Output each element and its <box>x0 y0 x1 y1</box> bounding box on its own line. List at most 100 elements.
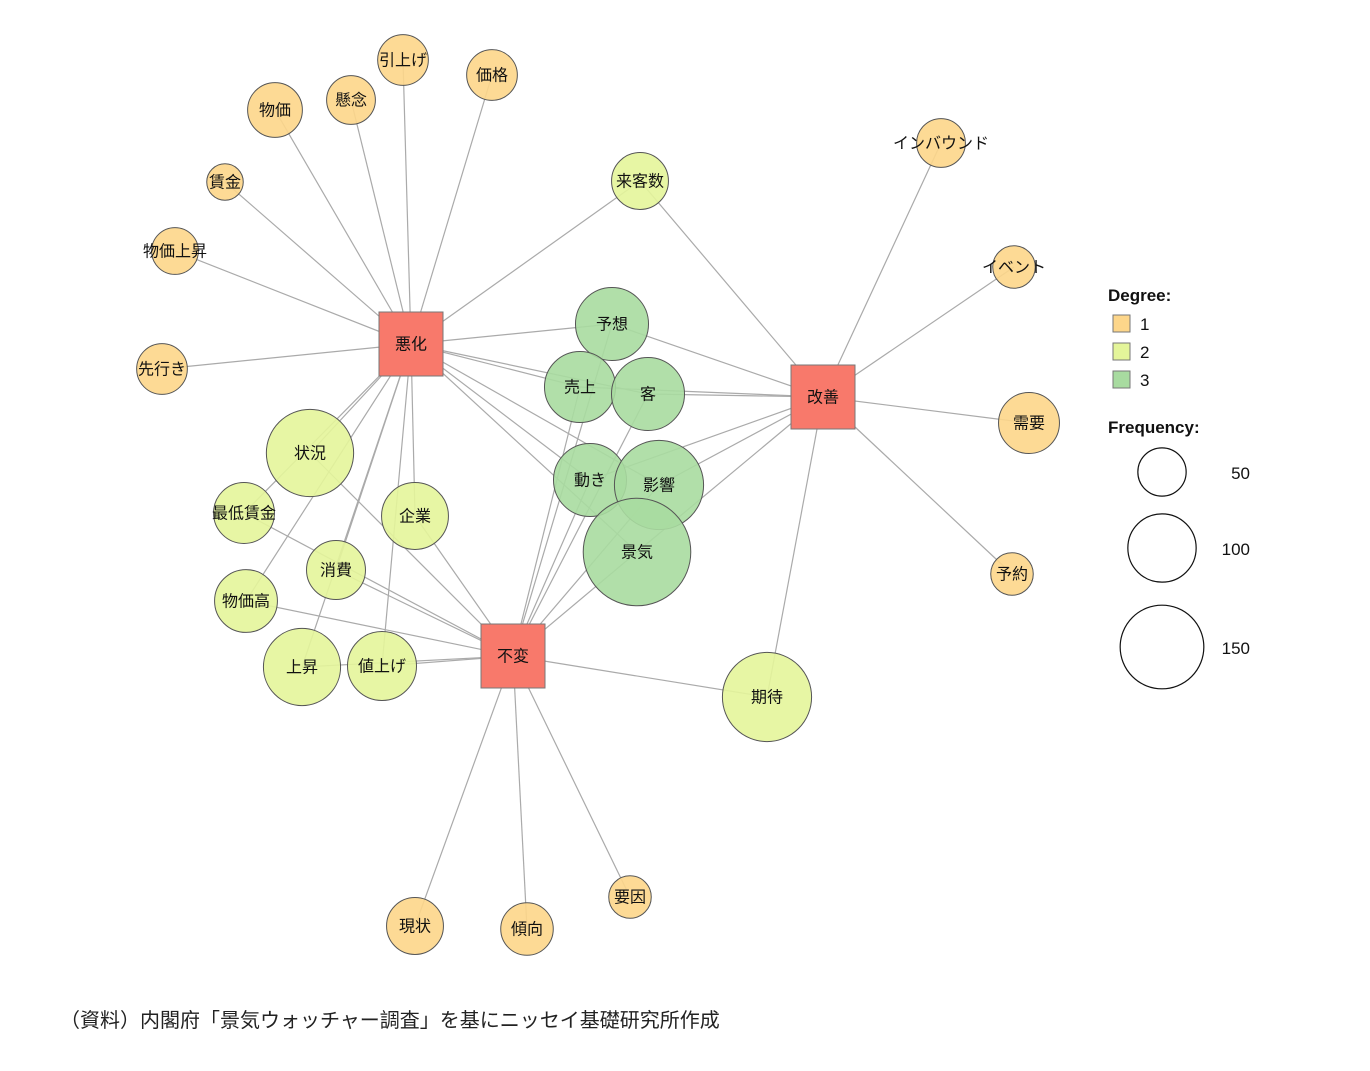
word-node[interactable]: 現状 <box>386 897 444 955</box>
word-node-circle <box>151 227 199 275</box>
edge <box>243 512 514 657</box>
category-node[interactable]: 改善 <box>790 364 856 430</box>
word-node-circle <box>611 152 669 210</box>
word-node[interactable]: 売上 <box>543 350 617 424</box>
word-node-label: 来客数 <box>616 172 664 191</box>
category-node-label: 不変 <box>497 647 529 666</box>
word-node-circle <box>992 245 1036 289</box>
word-node-label: 客 <box>640 385 656 404</box>
word-node-label: 売上 <box>564 378 596 397</box>
word-node[interactable]: 値上げ <box>347 631 417 701</box>
word-node[interactable]: 賃金 <box>206 163 244 201</box>
word-node[interactable]: イベント <box>982 245 1046 289</box>
word-node[interactable]: 価格 <box>466 49 518 101</box>
word-node-circle <box>582 497 692 607</box>
category-node-label: 悪化 <box>395 335 427 354</box>
edge <box>512 655 528 930</box>
word-node[interactable]: 上昇 <box>262 627 342 707</box>
legend-degree-swatch <box>1112 314 1131 333</box>
word-node-circle <box>377 34 429 86</box>
edge <box>274 109 412 345</box>
legend-frequency-label: 150 <box>1222 639 1250 658</box>
word-node-label: 消費 <box>320 561 352 580</box>
legend-degree-label: 3 <box>1140 371 1149 390</box>
word-node-label: 状況 <box>294 444 326 463</box>
legend-degree-swatch <box>1112 342 1131 361</box>
word-node[interactable]: 状況 <box>265 408 355 498</box>
source-note: （資料）内閣府「景気ウォッチャー調査」を基にニッセイ基礎研究所作成 <box>60 1008 720 1032</box>
word-node[interactable]: 物価 <box>247 82 303 138</box>
word-node[interactable]: 企業 <box>381 482 449 550</box>
category-node[interactable]: 悪化 <box>378 311 444 377</box>
word-node-label: 先行き <box>138 360 186 379</box>
word-node-label: インバウンド <box>893 134 989 153</box>
word-node[interactable]: 客 <box>610 356 686 432</box>
edge <box>611 323 824 398</box>
word-node-circle <box>608 875 652 919</box>
edge <box>822 142 942 398</box>
word-node[interactable]: 期待 <box>721 651 813 743</box>
word-node-circle <box>265 408 355 498</box>
word-node-circle <box>990 552 1034 596</box>
legend-frequency-circle <box>1127 513 1197 583</box>
edge <box>174 250 412 345</box>
word-node[interactable]: 傾向 <box>500 902 554 956</box>
edge <box>301 343 412 668</box>
word-node[interactable]: 需要 <box>998 392 1060 454</box>
edge <box>822 396 1030 424</box>
word-node[interactable]: 物価上昇 <box>143 227 207 275</box>
word-node-label: 要因 <box>614 888 646 907</box>
word-node[interactable]: 物価高 <box>214 569 278 633</box>
word-node-label: 現状 <box>399 917 431 936</box>
edge <box>639 180 824 398</box>
edge <box>402 59 412 345</box>
legend-degree-label: 1 <box>1140 315 1149 334</box>
word-node-circle <box>206 163 244 201</box>
word-node-label: 景気 <box>621 543 653 562</box>
word-node[interactable]: 予想 <box>574 286 650 362</box>
word-node-label: 予約 <box>996 565 1028 584</box>
word-node-circle <box>306 540 366 600</box>
word-node-label: 懸念 <box>335 91 367 110</box>
edge <box>410 74 493 345</box>
word-node[interactable]: 動き <box>552 442 628 518</box>
word-node-label: 最低賃金 <box>212 504 276 523</box>
word-node-label: 引上げ <box>379 51 427 70</box>
word-node-label: 上昇 <box>286 658 318 677</box>
word-node[interactable]: 引上げ <box>377 34 429 86</box>
word-node-label: 物価 <box>259 101 291 120</box>
word-node-circle <box>381 482 449 550</box>
word-node-circle <box>262 627 342 707</box>
category-node[interactable]: 不変 <box>480 623 546 689</box>
word-node[interactable]: 消費 <box>306 540 366 600</box>
edge <box>512 386 581 657</box>
word-node[interactable]: 景気 <box>582 497 692 607</box>
word-node-circle <box>500 902 554 956</box>
word-node-label: 需要 <box>1013 414 1045 433</box>
word-node-circle <box>916 118 966 168</box>
category-node-square <box>790 364 856 430</box>
word-node-circle <box>721 651 813 743</box>
legend-degree-title: Degree: <box>1108 286 1171 305</box>
word-node-label: 物価上昇 <box>143 242 207 261</box>
word-node-label: 影響 <box>643 476 675 495</box>
word-node-circle <box>998 392 1060 454</box>
word-node-label: イベント <box>982 258 1046 277</box>
word-node[interactable]: 先行き <box>136 343 188 395</box>
legend-degree-swatch <box>1112 370 1131 389</box>
word-node[interactable]: 要因 <box>608 875 652 919</box>
word-node[interactable]: 懸念 <box>326 75 376 125</box>
word-node[interactable]: インバウンド <box>893 118 989 168</box>
word-node-circle <box>247 82 303 138</box>
word-node-label: 期待 <box>751 688 783 707</box>
word-node[interactable]: 最低賃金 <box>212 482 276 544</box>
word-node[interactable]: 来客数 <box>611 152 669 210</box>
legend-frequency-circle <box>1137 447 1187 497</box>
legend-frequency-label: 100 <box>1222 540 1250 559</box>
word-node-label: 傾向 <box>511 920 543 939</box>
word-node-label: 物価高 <box>222 592 270 611</box>
word-node[interactable]: 予約 <box>990 552 1034 596</box>
edge <box>512 655 631 898</box>
